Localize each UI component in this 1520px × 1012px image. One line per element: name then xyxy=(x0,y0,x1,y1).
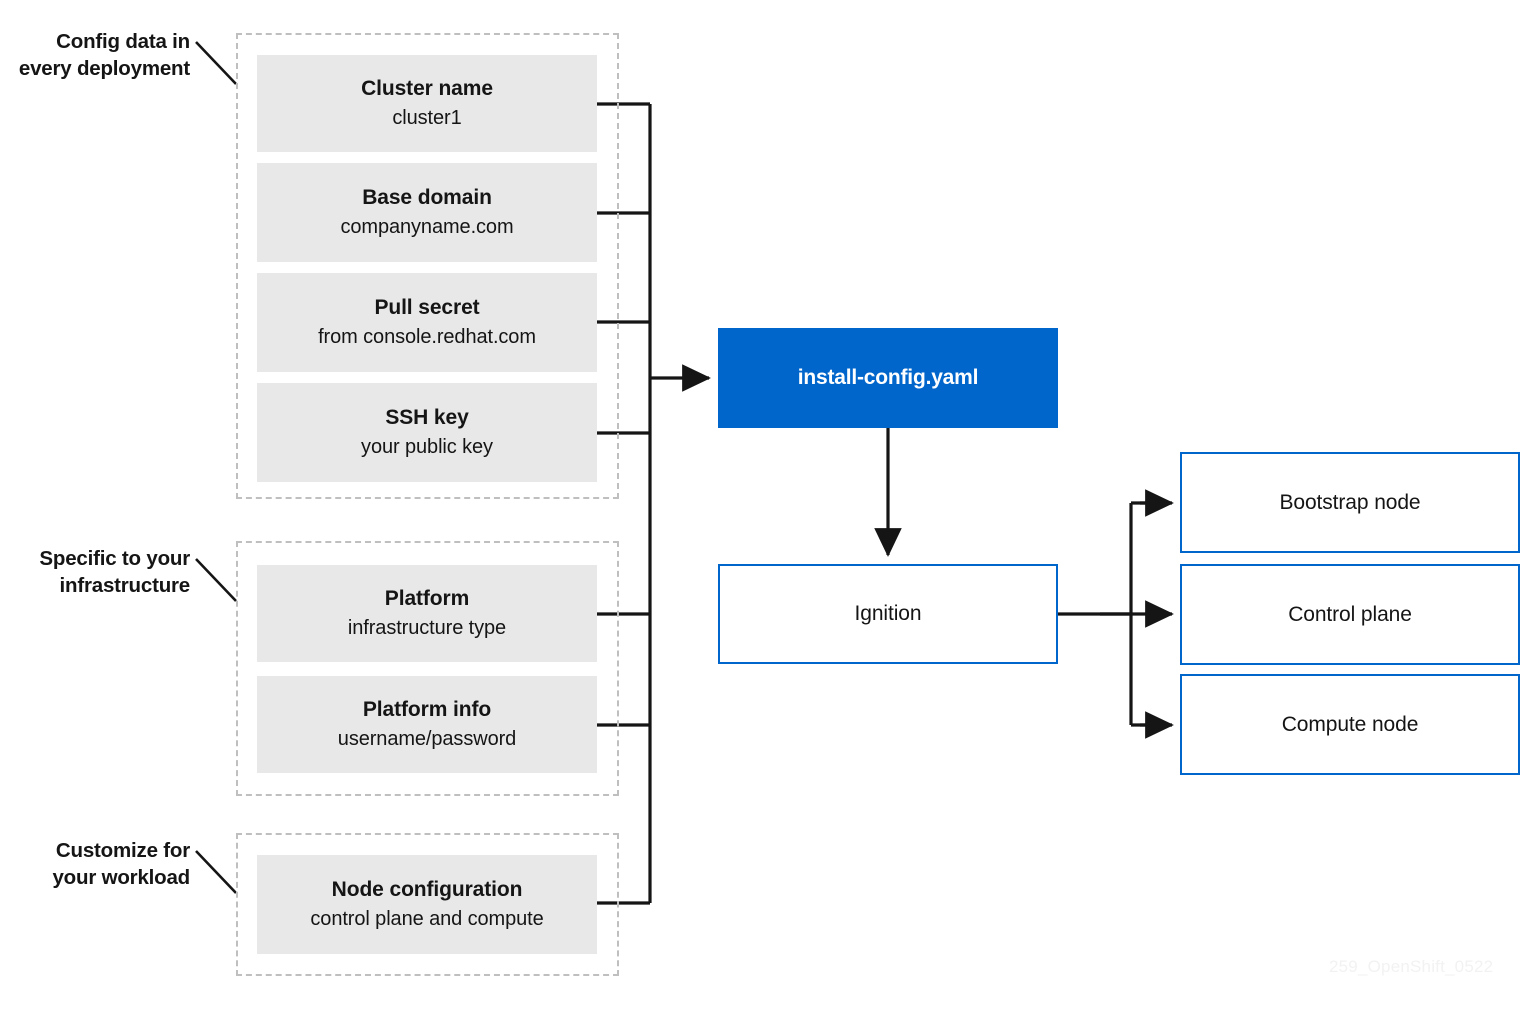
annotation-infrastructure-line1: Specific to your xyxy=(39,547,190,570)
card-ssh-key-value: your public key xyxy=(361,435,493,458)
card-node-configuration-title: Node configuration xyxy=(331,877,523,901)
watermark: 259_OpenShift_0522 xyxy=(1329,957,1494,976)
card-base-domain-title: Base domain xyxy=(362,185,492,209)
group-config-data xyxy=(236,33,619,499)
annotation-infrastructure-line2: infrastructure xyxy=(59,574,191,598)
group-workload xyxy=(236,833,619,976)
card-pull-secret-title: Pull secret xyxy=(374,295,480,319)
leader-line-config-data xyxy=(195,41,237,85)
card-base-domain[interactable]: Base domain companyname.com xyxy=(257,163,597,262)
box-bootstrap-node-label: Bootstrap node xyxy=(1279,490,1421,514)
card-pull-secret[interactable]: Pull secret from console.redhat.com xyxy=(257,273,597,372)
card-pull-secret-value: from console.redhat.com xyxy=(318,325,536,348)
annotation-infrastructure: Specific to your infrastructure xyxy=(0,545,190,599)
card-cluster-name-value: cluster1 xyxy=(392,106,462,129)
card-base-domain-value: companyname.com xyxy=(340,215,514,238)
card-node-configuration-value: control plane and compute xyxy=(310,907,544,930)
annotation-workload: Customize for your workload xyxy=(0,837,190,891)
group-infrastructure xyxy=(236,541,619,796)
box-bootstrap-node[interactable]: Bootstrap node xyxy=(1180,452,1520,553)
annotation-config-data-line1: Config data in xyxy=(56,30,190,53)
card-ssh-key[interactable]: SSH key your public key xyxy=(257,383,597,482)
card-cluster-name[interactable]: Cluster name cluster1 xyxy=(257,55,597,152)
box-control-plane[interactable]: Control plane xyxy=(1180,564,1520,665)
card-platform-title: Platform xyxy=(384,586,470,610)
annotation-config-data: Config data in every deployment xyxy=(0,28,190,82)
leader-line-workload xyxy=(195,850,237,894)
box-install-config-yaml[interactable]: install-config.yaml xyxy=(718,328,1058,428)
card-platform-info-value: username/password xyxy=(337,727,517,750)
box-control-plane-label: Control plane xyxy=(1288,602,1412,626)
card-node-configuration[interactable]: Node configuration control plane and com… xyxy=(257,855,597,954)
annotation-workload-line1: Customize for xyxy=(55,839,190,862)
card-platform-info-title: Platform info xyxy=(362,697,492,721)
box-compute-node-label: Compute node xyxy=(1281,712,1419,736)
annotation-config-data-line2: every deployment xyxy=(18,57,190,81)
box-install-config-yaml-label: install-config.yaml xyxy=(797,366,979,389)
box-ignition-label: Ignition xyxy=(854,602,922,625)
box-compute-node[interactable]: Compute node xyxy=(1180,674,1520,775)
card-platform[interactable]: Platform infrastructure type xyxy=(257,565,597,662)
card-platform-value: infrastructure type xyxy=(347,616,507,639)
card-ssh-key-title: SSH key xyxy=(385,405,469,429)
annotation-workload-line2: your workload xyxy=(52,866,190,890)
card-platform-info[interactable]: Platform info username/password xyxy=(257,676,597,773)
box-ignition[interactable]: Ignition xyxy=(718,564,1058,664)
leader-line-infrastructure xyxy=(195,558,237,602)
card-cluster-name-title: Cluster name xyxy=(361,76,493,100)
